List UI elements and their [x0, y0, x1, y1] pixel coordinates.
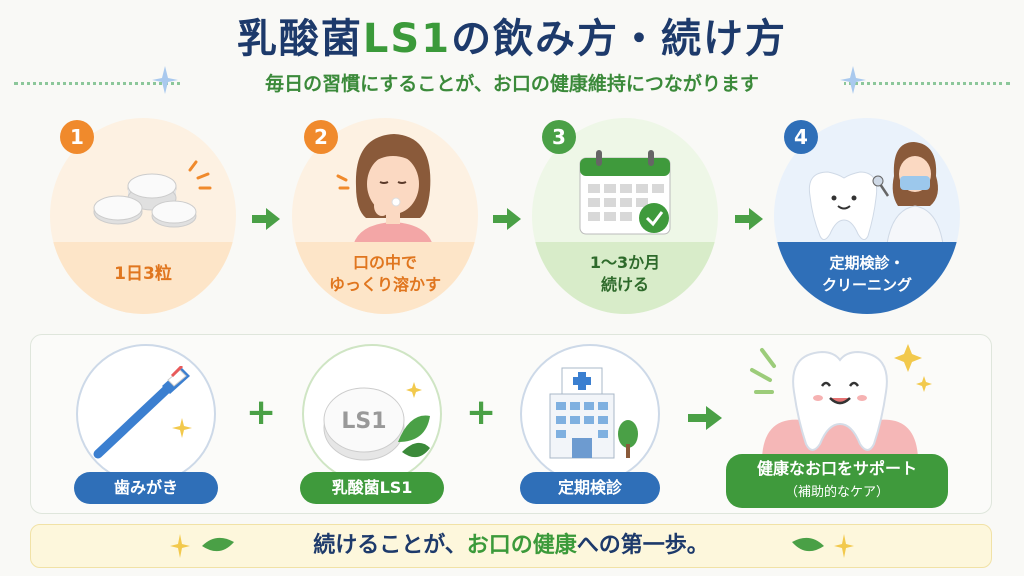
sparkle-icon	[170, 534, 190, 558]
ls1-circle: LS1	[302, 344, 442, 484]
leaf-icon	[202, 537, 234, 552]
toothbrush-label: 歯みがき	[74, 472, 218, 504]
step-4-label: 定期検診・ クリーニング	[774, 242, 960, 314]
title-prefix: 乳酸菌	[236, 16, 363, 62]
step-2-text-line2: ゆっくり溶かす	[328, 275, 441, 294]
step-4-circle: 定期検診・ クリーニング	[774, 118, 960, 314]
step-1-circle: 1日3粒	[50, 118, 236, 314]
result-line1: 健康なお口をサポート	[756, 459, 917, 478]
hospital-circle	[520, 344, 660, 484]
checkup-label: 定期検診	[520, 472, 660, 504]
footer-part2: お口の健康	[466, 533, 577, 558]
tablets-icon	[93, 160, 212, 228]
footer-banner: 続けることが、お口の健康への第一歩。	[30, 524, 992, 568]
step-1-text: 1日3粒	[114, 264, 172, 284]
title-suffix: の飲み方・続け方	[451, 16, 788, 62]
leaf-icon	[792, 537, 824, 552]
step-4-number: 4	[784, 120, 818, 154]
tooth-dentist-icon	[808, 142, 945, 252]
footer-part1: 続けることが、	[313, 533, 467, 558]
step-4-text-line2: クリーニング	[821, 276, 912, 294]
toothbrush-circle	[76, 344, 216, 484]
arrow-right-icon	[493, 208, 521, 230]
toothbrush-icon	[93, 366, 192, 459]
step-2-label: 口の中で ゆっくり溶かす	[292, 242, 478, 314]
page-title: 乳酸菌LS1の飲み方・続け方	[0, 6, 1024, 64]
footer-part3: への第一歩。	[576, 533, 709, 558]
step-1-label: 1日3粒	[50, 242, 236, 314]
step-3-text-line1: 1～3か月	[589, 253, 661, 272]
arrow-right-icon	[688, 406, 722, 430]
step-3-label: 1～3か月 続ける	[532, 242, 718, 314]
title-accent: LS1	[362, 16, 452, 62]
ls1-label: 乳酸菌LS1	[300, 472, 444, 504]
sparkle-icon	[834, 534, 854, 558]
sparkle-icon	[152, 66, 178, 94]
step-2-text-line1: 口の中で	[352, 253, 417, 272]
step-1-number: 1	[60, 120, 94, 154]
subtitle: 毎日の習慣にすることが、お口の健康維持につながります	[265, 73, 759, 95]
ls1-tablet-text: LS1	[341, 409, 386, 434]
hospital-icon	[549, 367, 638, 459]
plus-sign: +	[466, 392, 497, 433]
subtitle-wrap: 毎日の習慣にすることが、お口の健康維持につながります	[180, 70, 844, 98]
step-4-text-line1: 定期検診・	[829, 254, 905, 272]
woman-icon	[336, 134, 434, 250]
calendar-check-icon	[579, 150, 671, 235]
step-2-number: 2	[304, 120, 338, 154]
sparkle-icon	[840, 66, 866, 94]
result-line2: （補助的なケア）	[784, 485, 889, 500]
happy-tooth-icon	[750, 344, 932, 458]
step-3-number: 3	[542, 120, 576, 154]
arrow-right-icon	[735, 208, 763, 230]
result-label: 健康なお口をサポート （補助的なケア）	[726, 454, 948, 508]
arrow-right-icon	[252, 208, 280, 230]
ls1-tablet-icon: LS1	[323, 382, 430, 461]
step-3-text-line2: 続ける	[600, 275, 649, 294]
plus-sign: +	[246, 392, 277, 433]
